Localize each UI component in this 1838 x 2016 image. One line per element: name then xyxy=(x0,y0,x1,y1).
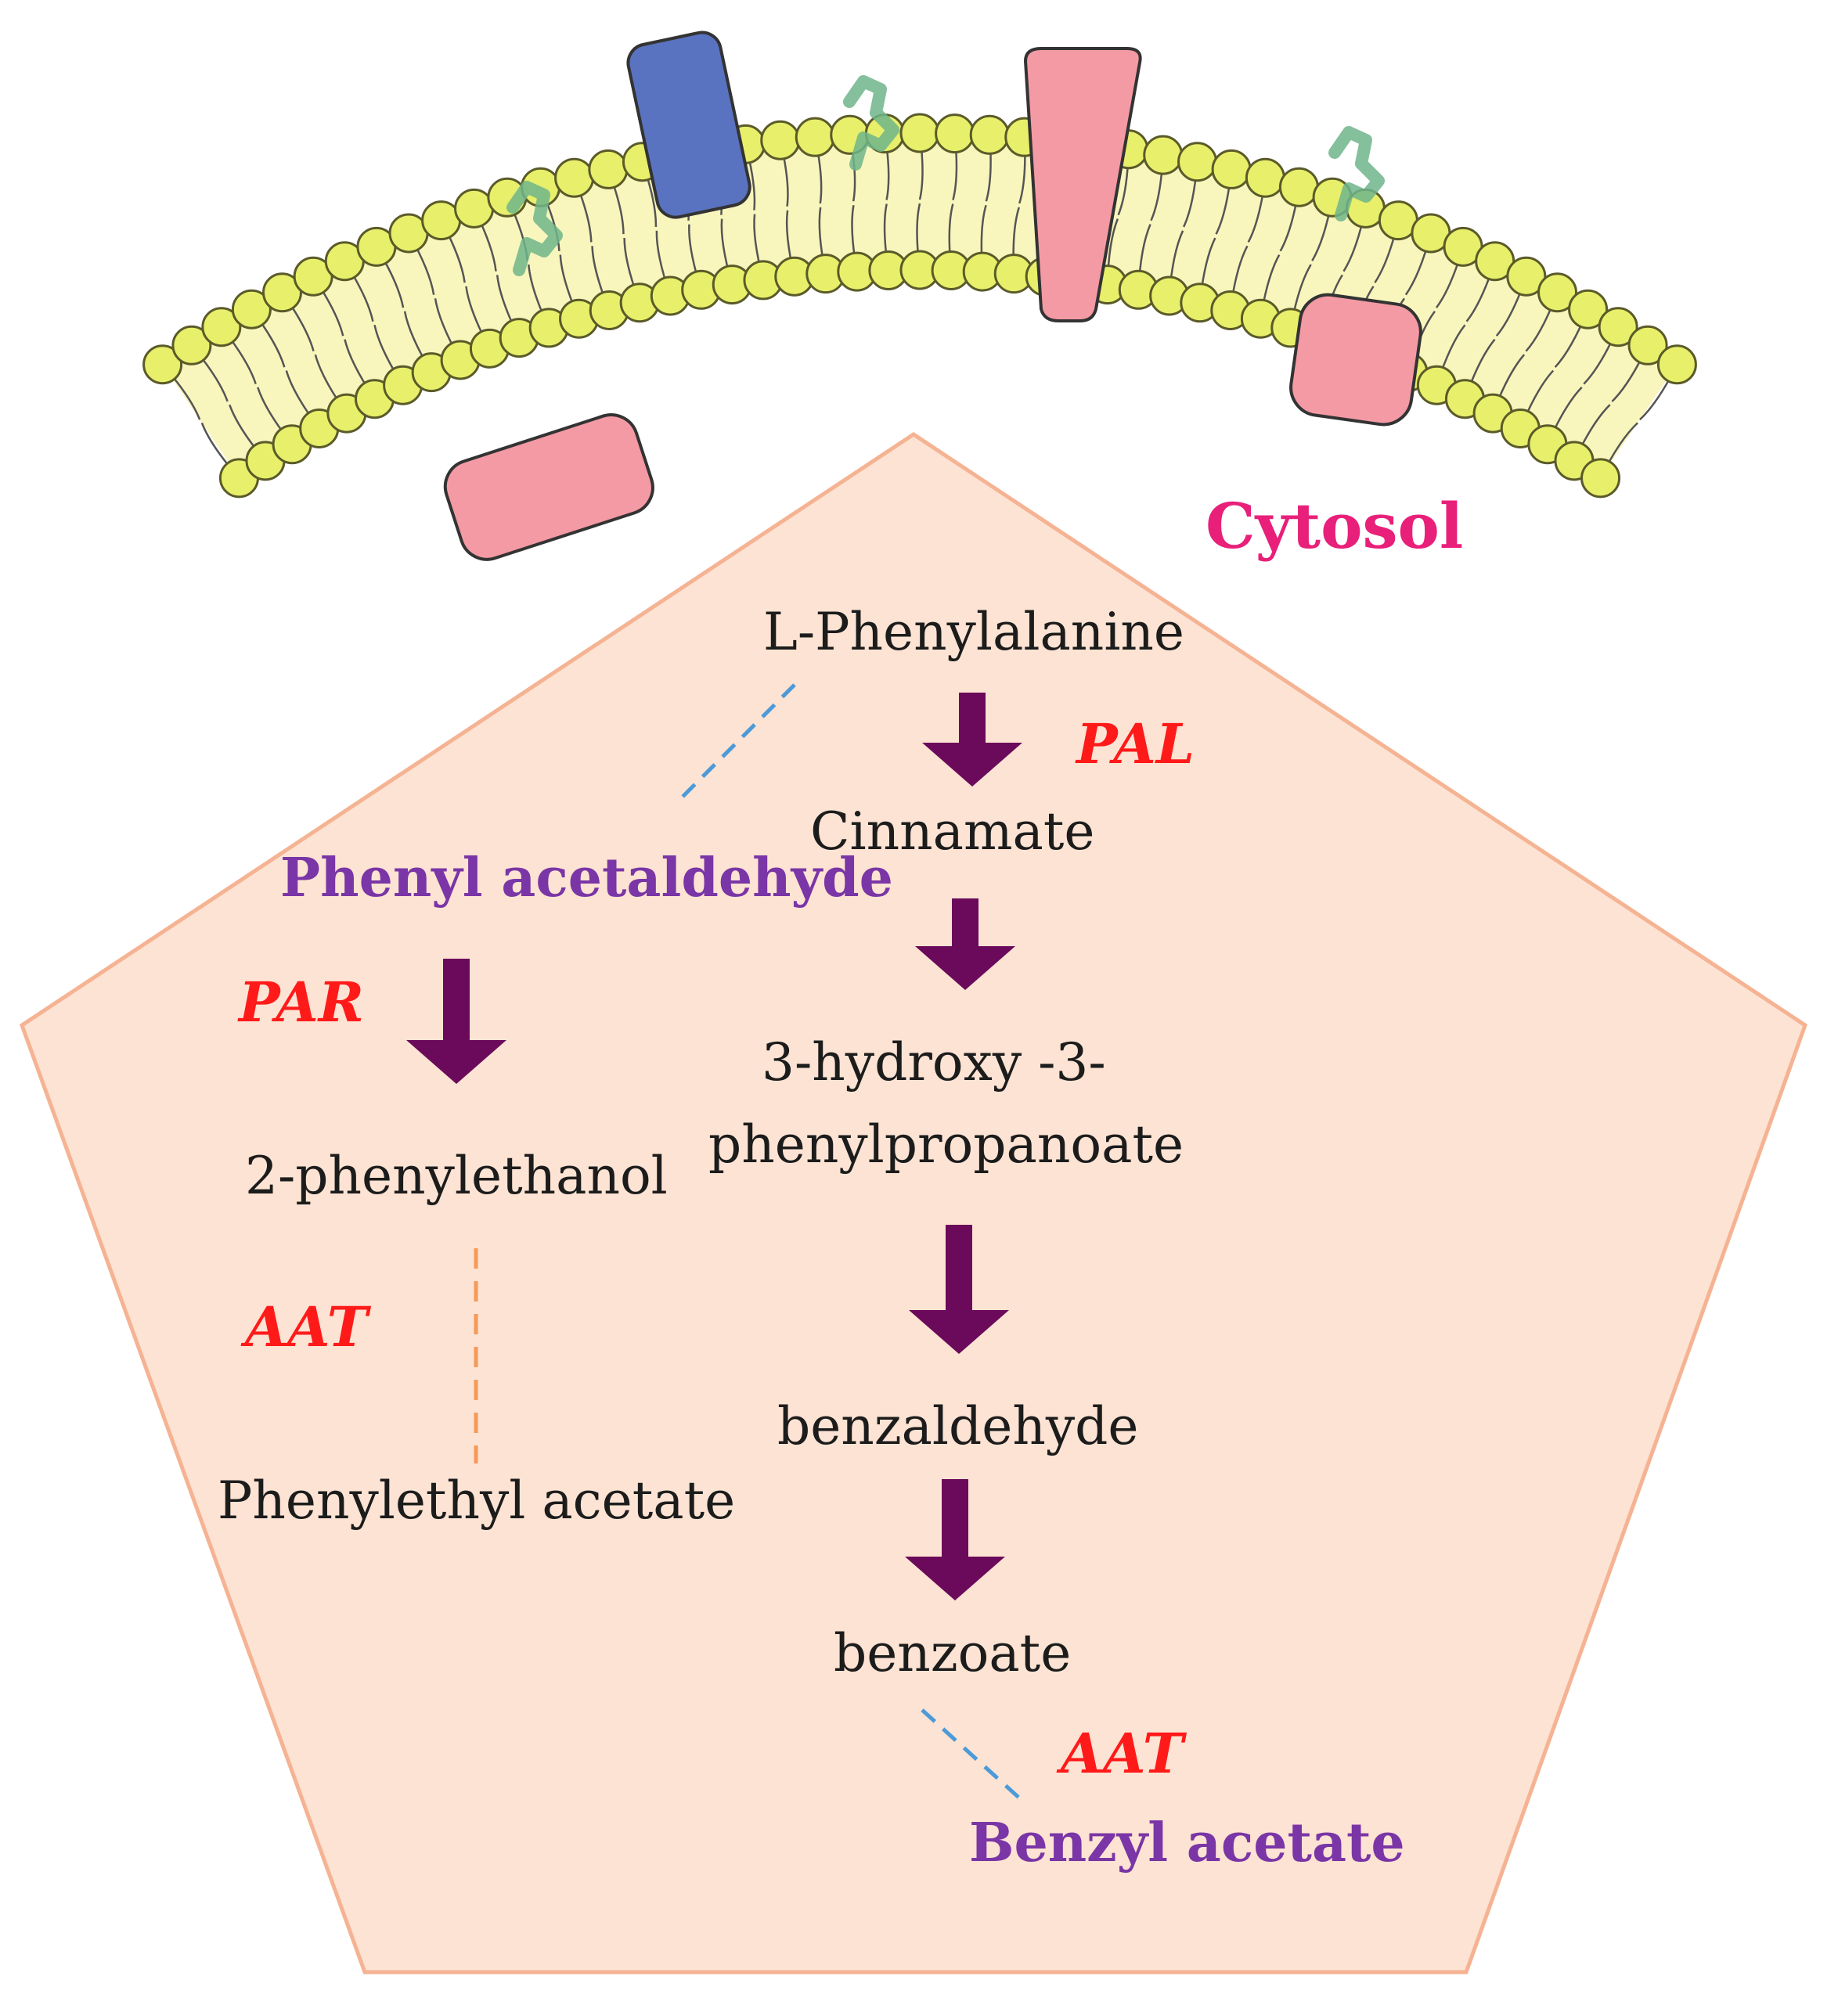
lipid-head xyxy=(1211,149,1252,189)
lipid-head xyxy=(1143,135,1184,175)
compound-l-phenylalanine: L-Phenylalanine xyxy=(763,602,1184,662)
compound-2-phenylethanol: 2-phenylethanol xyxy=(245,1146,668,1206)
enzyme-pal: PAL xyxy=(1075,711,1195,776)
lipid-head xyxy=(588,149,629,189)
lipid-head xyxy=(142,344,183,385)
membrane-protein-blue xyxy=(626,31,751,219)
lipid-head xyxy=(1568,289,1609,329)
membrane-protein-pink-square xyxy=(1289,293,1422,427)
lipid-head xyxy=(969,114,1010,155)
arrow-cinnamate-to-hydroxy xyxy=(915,898,1015,990)
arrow-phenylalanine-to-cinnamate xyxy=(922,693,1022,787)
pathway-arrows xyxy=(406,693,1022,1600)
lipid-head xyxy=(795,117,835,157)
lipid-head xyxy=(454,188,495,229)
lipid-head xyxy=(1278,167,1319,207)
lipid-head xyxy=(1627,325,1668,365)
arrow-benzaldehyde-to-benzoate xyxy=(905,1479,1005,1600)
compound-benzaldehyde: benzaldehyde xyxy=(777,1396,1138,1456)
compound-benzoate: benzoate xyxy=(834,1623,1071,1683)
lipid-head xyxy=(935,113,975,154)
lipid-head xyxy=(171,325,212,365)
lipid-head xyxy=(1537,272,1578,313)
enzyme-aat-left: AAT xyxy=(240,1294,372,1359)
blue-dashed-link-benzoate xyxy=(921,1708,1023,1802)
lipid-head xyxy=(1598,307,1638,347)
lipid-head xyxy=(554,157,595,198)
arrow-hydroxy-to-benzaldehyde xyxy=(909,1225,1009,1354)
compound-hydroxy-line2: phenylpropanoate xyxy=(708,1114,1184,1175)
membrane-protein-pink-bar xyxy=(443,413,654,561)
cytosol-compartment xyxy=(19,432,1808,1975)
cell-membrane xyxy=(142,31,1697,561)
enzyme-par: PAR xyxy=(237,970,364,1035)
membrane-protein-pink-tall xyxy=(1023,47,1142,322)
compound-phenylethyl-acetate: Phenylethyl acetate xyxy=(218,1471,735,1531)
compound-hydroxy-line1: 3-hydroxy -3- xyxy=(762,1032,1106,1093)
product-phenyl-acetaldehyde: Phenyl acetaldehyde xyxy=(280,847,893,909)
lipid-head xyxy=(1245,157,1285,198)
lipid-head xyxy=(231,289,272,329)
glycan-chain xyxy=(506,181,563,276)
product-benzyl-acetate: Benzyl acetate xyxy=(969,1812,1405,1874)
lipid-head xyxy=(899,113,940,153)
lipid-head xyxy=(1506,256,1547,297)
arrow-phenyl-acetaldehyde-to-phenylethanol xyxy=(406,959,506,1084)
lipid-head xyxy=(1656,344,1697,385)
cytosol-label: Cytosol xyxy=(1206,489,1463,563)
glycan-chain xyxy=(1328,126,1385,221)
enzyme-aat-right: AAT xyxy=(1056,1721,1187,1786)
compound-cinnamate: Cinnamate xyxy=(810,801,1094,862)
lipid-head xyxy=(261,272,302,313)
lipid-head xyxy=(1580,458,1621,499)
lipid-head xyxy=(760,120,801,160)
glycan-chain xyxy=(843,75,899,171)
lipid-head xyxy=(1177,142,1218,182)
lipid-head xyxy=(201,307,242,347)
membrane-core xyxy=(162,133,1678,478)
